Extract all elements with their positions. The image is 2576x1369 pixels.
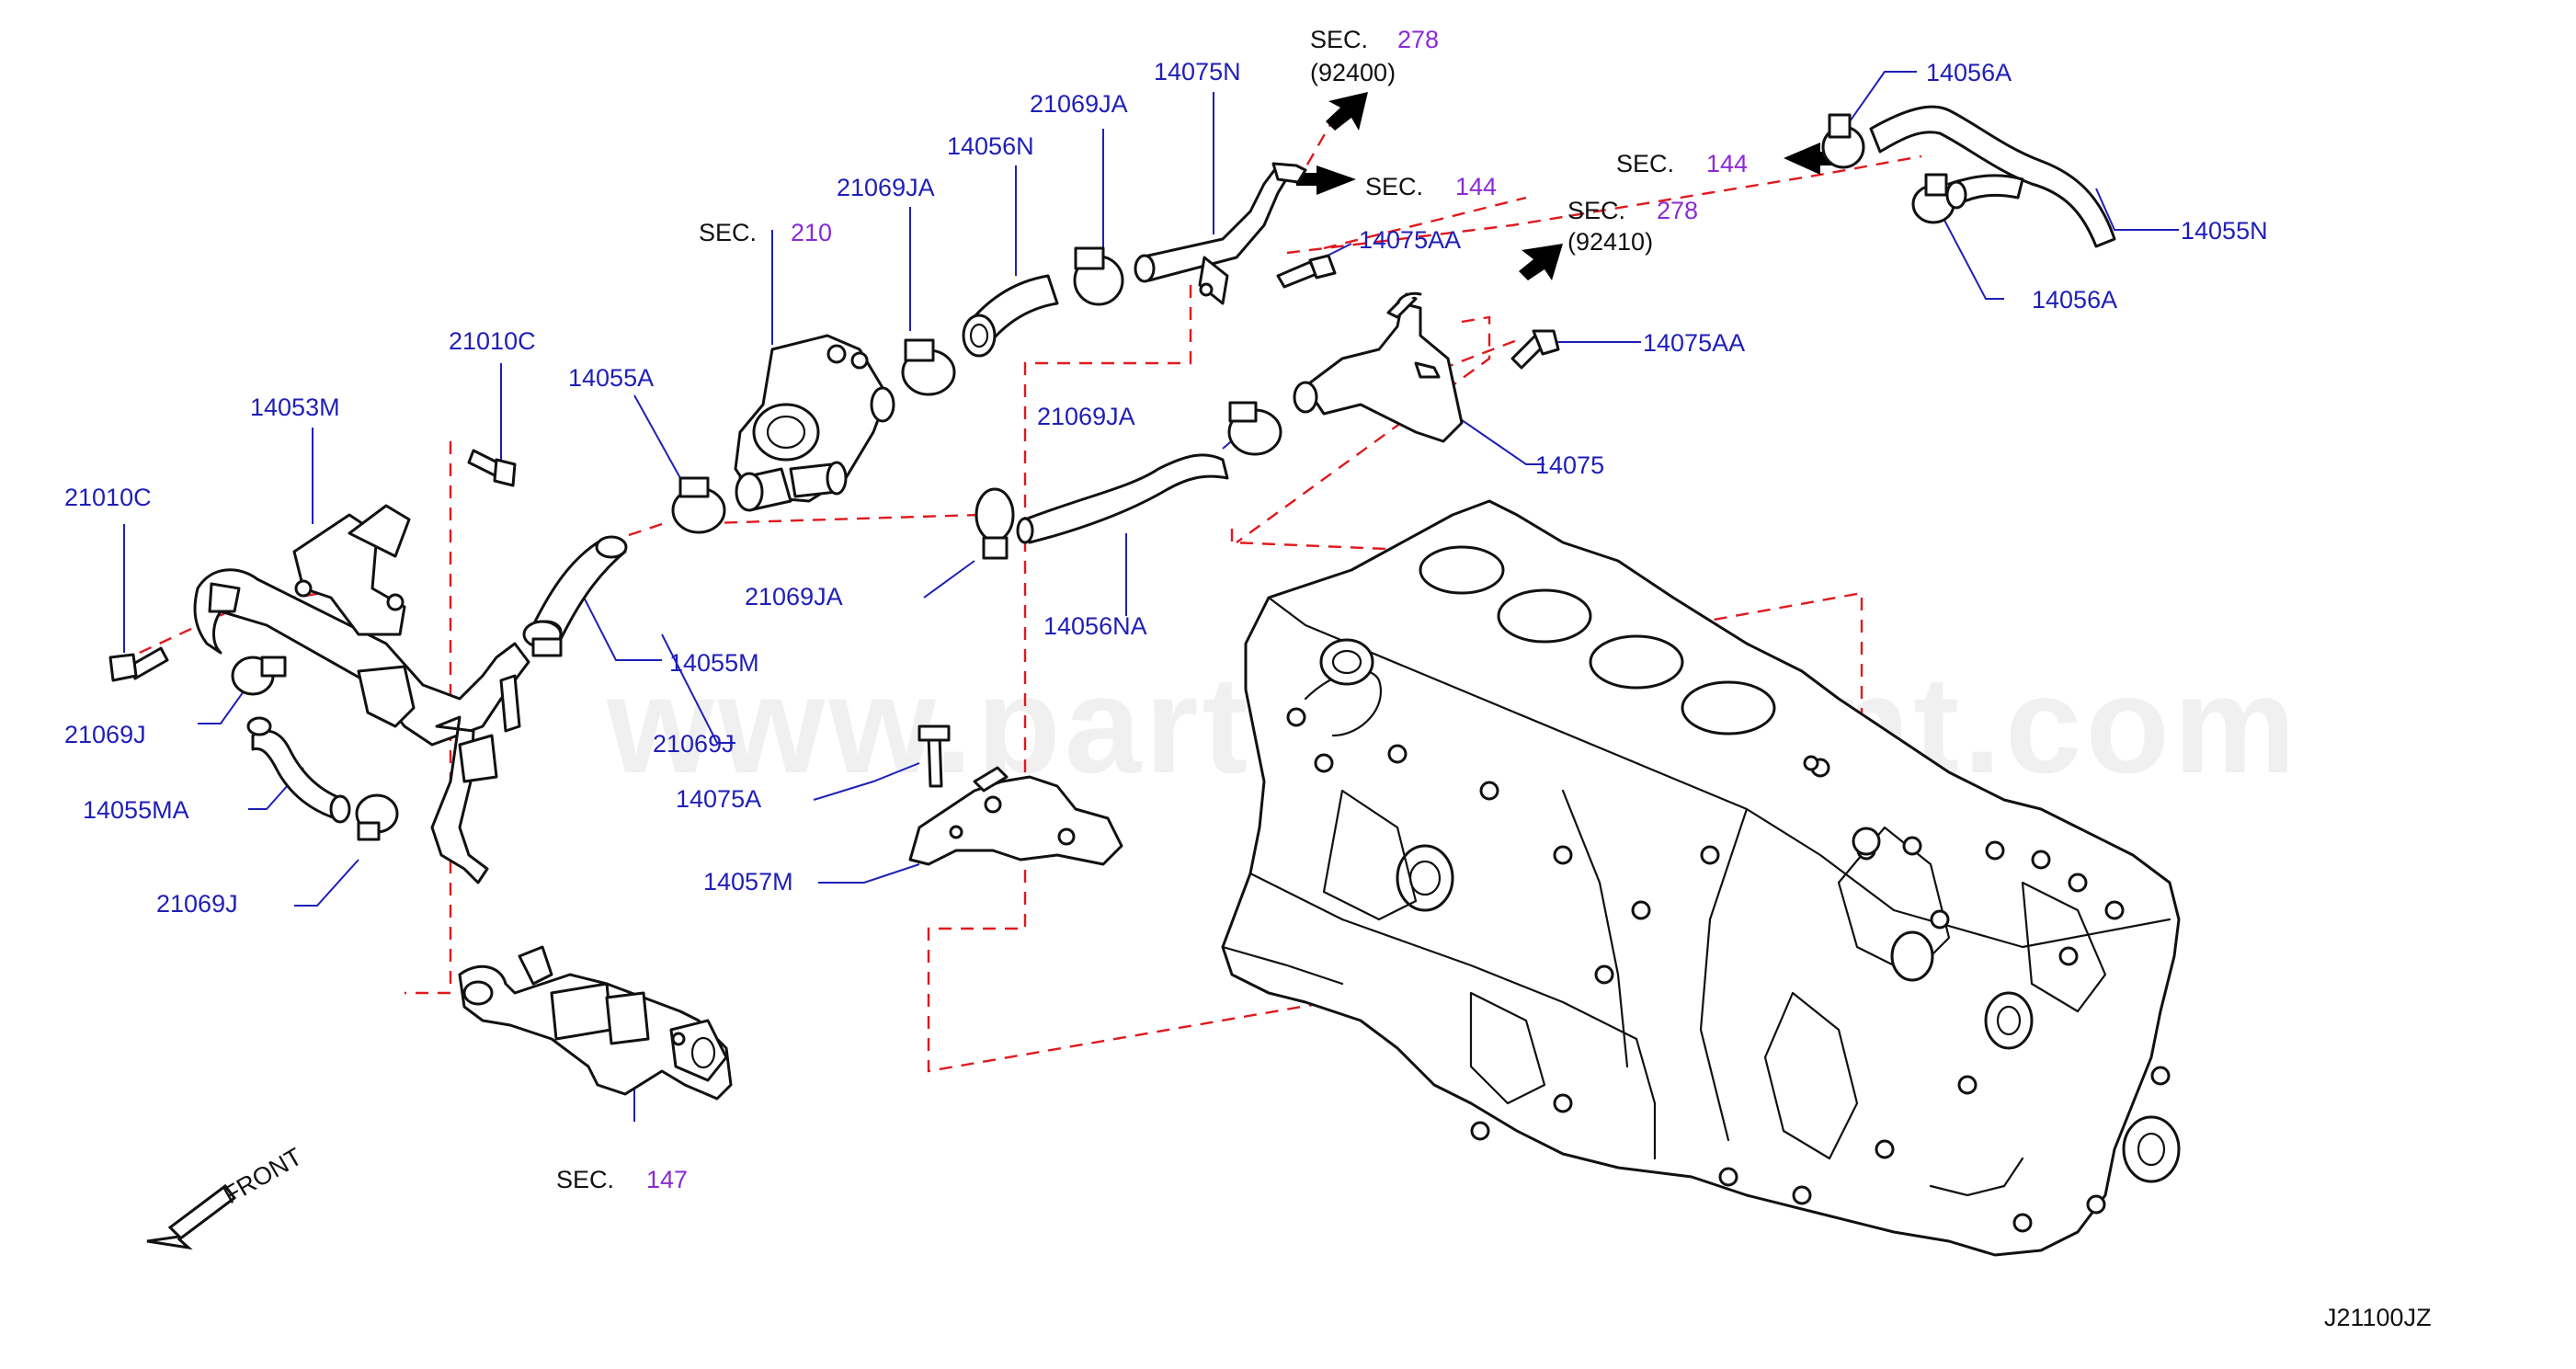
bolts[interactable] — [108, 254, 1560, 788]
water-pipe-14075[interactable] — [1293, 291, 1464, 443]
label-14055N[interactable]: 14055N — [2181, 217, 2268, 245]
sec-number-278-upper[interactable]: 278 — [1397, 26, 1439, 53]
egr-cooler-sec147[interactable] — [458, 945, 733, 1101]
sec-label-144-upper: SEC. — [1365, 173, 1423, 200]
sec-label-210: SEC. — [699, 219, 757, 246]
sec-number-147[interactable]: 147 — [646, 1166, 688, 1193]
water-pipe-14053M[interactable] — [193, 504, 530, 884]
clamp-21069JA-mid — [1227, 401, 1282, 456]
bolt-21010C-top — [467, 449, 517, 487]
arrow-sec278-lower — [1519, 244, 1563, 280]
arrow-sec144-right — [1784, 143, 1839, 175]
clamp-21069J-left — [231, 656, 287, 696]
sec-label-278-upper: SEC. — [1310, 26, 1368, 53]
bolt-14075AA-top — [1276, 254, 1337, 289]
front-label: FRONT — [219, 1143, 307, 1209]
clamp-14056A-bottom — [1911, 173, 1955, 224]
clamps[interactable] — [231, 113, 1955, 841]
bracket-14057M[interactable] — [908, 766, 1123, 866]
thermostat-housing[interactable] — [734, 334, 895, 512]
label-14056A-top[interactable]: 14056A — [1926, 59, 2012, 86]
part-labels: 14075N 21069JA 14056N 21069JA 14075AA 14… — [64, 58, 2268, 918]
leader-lines — [123, 71, 2179, 1122]
sec-sub-92410: (92410) — [1567, 228, 1653, 256]
hose-14056N[interactable] — [962, 274, 1059, 358]
bolt-21010C-left — [108, 646, 169, 682]
sec-number-278-lower[interactable]: 278 — [1657, 197, 1698, 224]
label-14055A[interactable]: 14055A — [568, 364, 654, 392]
clamp-14056A-top — [1821, 113, 1865, 169]
clamp-21069J-low — [355, 793, 399, 841]
clamp-21069J-mid — [522, 620, 563, 657]
section-labels: SEC. 210 SEC. 278 (92400) SEC. 144 SEC. … — [556, 26, 1748, 1193]
engine-block-assembly — [1221, 499, 2181, 1257]
clamp-21069JA-14055A — [671, 476, 726, 534]
clamp-21069JA-low — [975, 487, 1015, 560]
label-14056A-bottom[interactable]: 14056A — [2032, 286, 2117, 314]
label-14075[interactable]: 14075 — [1535, 451, 1604, 479]
label-21069JA-mid[interactable]: 21069JA — [1037, 403, 1135, 430]
label-14075N[interactable]: 14075N — [1154, 58, 1241, 86]
sec-number-144-right[interactable]: 144 — [1706, 150, 1748, 177]
hose-14055N[interactable] — [1869, 105, 2116, 248]
arrow-sec278-upper — [1326, 92, 1368, 131]
label-21069J-left[interactable]: 21069J — [64, 721, 146, 748]
label-14056N[interactable]: 14056N — [947, 132, 1034, 160]
clamp-21069JA-left — [901, 338, 956, 396]
label-14075AA-top[interactable]: 14075AA — [1359, 226, 1461, 254]
label-14057M[interactable]: 14057M — [703, 868, 793, 896]
diagram-code: J21100JZ — [2324, 1304, 2432, 1331]
label-21069JA-left[interactable]: 21069JA — [837, 174, 935, 201]
label-21069J-low[interactable]: 21069J — [156, 890, 238, 918]
water-pipe-14075N[interactable] — [1134, 162, 1307, 305]
label-14053M[interactable]: 14053M — [250, 394, 340, 421]
label-14075AA-mid[interactable]: 14075AA — [1643, 329, 1745, 357]
front-arrow-icon — [146, 1183, 237, 1250]
sec-number-144-upper[interactable]: 144 — [1455, 173, 1497, 200]
sec-number-210[interactable]: 210 — [791, 219, 832, 246]
label-21010C-top[interactable]: 21010C — [449, 327, 536, 355]
bolt-14075AA-mid — [1510, 329, 1560, 370]
label-14055MA[interactable]: 14055MA — [83, 796, 189, 824]
sec-label-147: SEC. — [556, 1166, 614, 1193]
label-21069JA-top[interactable]: 21069JA — [1030, 90, 1128, 118]
label-14055M[interactable]: 14055M — [669, 649, 759, 677]
clamp-21069JA-top — [1073, 246, 1124, 306]
label-21069JA-low[interactable]: 21069JA — [745, 583, 843, 610]
label-14056NA[interactable]: 14056NA — [1043, 612, 1147, 640]
label-21010C-left[interactable]: 21010C — [64, 484, 152, 511]
sec-label-144-right: SEC. — [1616, 150, 1674, 177]
arrow-sec144-upper — [1296, 165, 1356, 195]
hose-14056NA[interactable] — [1016, 453, 1229, 544]
section-arrows — [146, 92, 1839, 1250]
label-21069J-mid[interactable]: 21069J — [653, 730, 735, 758]
sec-label-278-lower: SEC. — [1567, 197, 1625, 224]
label-14075A[interactable]: 14075A — [676, 785, 761, 813]
bolt-14075A — [918, 724, 951, 788]
sec-sub-92400: (92400) — [1310, 59, 1396, 86]
hose-14055MA[interactable] — [246, 716, 351, 824]
